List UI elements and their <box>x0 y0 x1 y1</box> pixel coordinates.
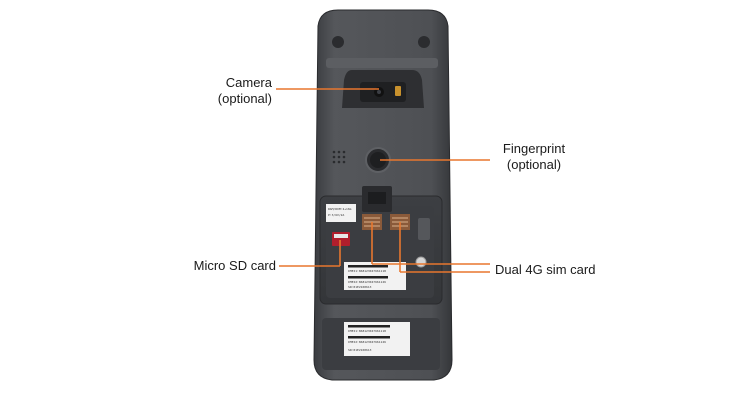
lower-sticker-line2: IMEI2:868123047661126 <box>348 340 386 344</box>
lower-sticker-barcodes <box>348 325 390 339</box>
screw-top-left <box>332 36 344 48</box>
micro-sd-callout: Micro SD card <box>170 258 276 274</box>
battery-button <box>415 256 427 268</box>
fingerprint-label: Fingerprint <box>502 141 566 156</box>
fingerprint-callout: Fingerprint (optional) <box>486 141 582 173</box>
camera-flash <box>395 86 401 96</box>
fingerprint-sensor <box>370 152 386 168</box>
top-rail <box>326 58 438 68</box>
small-sticker <box>326 204 356 222</box>
camera-label: Camera <box>225 75 272 90</box>
camera-lens-glint <box>377 90 381 94</box>
small-sticker-line1: RAM/ROM:2+16G <box>328 207 352 211</box>
lower-sticker-line1: IMEI1:868123047661118 <box>348 329 386 333</box>
dual-sim-callout: Dual 4G sim card <box>495 262 635 278</box>
fingerprint-optional-label: (optional) <box>506 157 562 172</box>
upper-sticker-barcodes <box>348 265 388 279</box>
camera-callout: Camera (optional) <box>196 75 272 107</box>
micro-sd-card <box>334 234 348 238</box>
small-sticker-line2: P:3/6V/2A <box>328 213 344 217</box>
dual-sim-label: Dual 4G sim card <box>495 262 596 277</box>
lower-sticker <box>344 322 410 356</box>
screw-top-right <box>418 36 430 48</box>
speaker-grille <box>332 150 346 164</box>
upper-sticker-line3: SN:81E2100613 <box>348 285 372 289</box>
leader-lines <box>276 88 490 273</box>
micro-sd-label: Micro SD card <box>193 258 276 273</box>
upper-sticker-line2: IMEI2:868123047661126 <box>348 280 386 284</box>
connector-pins <box>368 192 386 204</box>
lower-sticker-line3: SN:81E2100613 <box>348 348 372 352</box>
upper-sticker-line1: IMEI1:868123047661118 <box>348 269 386 273</box>
camera-optional-label: (optional) <box>217 91 272 106</box>
battery-latch <box>418 218 430 240</box>
